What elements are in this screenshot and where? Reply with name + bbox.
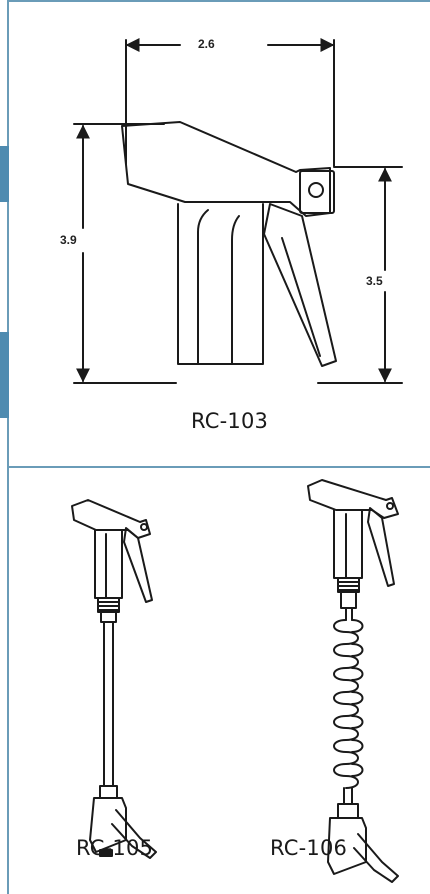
rc-103-gun-outline [121, 121, 337, 367]
rc-103-caption: RC-103 [191, 409, 269, 433]
dimension-height-right-label: 3.5 [366, 274, 383, 288]
rc-105-caption: RC-105 [76, 836, 154, 860]
rc-105-straight-hose [89, 597, 157, 859]
rc-106-caption: RC-106 [270, 836, 348, 860]
edge-tab-upper [0, 146, 9, 202]
dimension-width-label: 2.6 [198, 37, 215, 51]
rc-106-coiled-hose [327, 577, 399, 883]
dimension-lines [73, 38, 403, 384]
frame-top-border [7, 0, 430, 2]
rc-106-gun-outline [307, 479, 399, 587]
rc-105-gun-outline [71, 499, 153, 603]
frame-left-border [7, 0, 9, 894]
section-divider [7, 466, 430, 468]
dimension-height-left-label: 3.9 [60, 233, 77, 247]
edge-tab-lower [0, 332, 9, 418]
